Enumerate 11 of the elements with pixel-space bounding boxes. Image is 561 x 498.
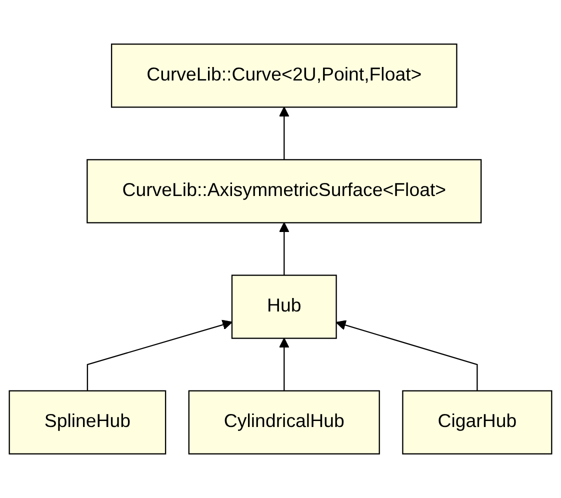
node-box: CylindricalHub <box>188 390 380 454</box>
node-box: CigarHub <box>402 390 552 454</box>
arrow <box>279 338 290 391</box>
node-box: CurveLib::AxisymmetricSurface<Float> <box>86 159 482 224</box>
node-box: Hub <box>231 274 337 339</box>
arrow <box>86 320 232 391</box>
node-box: CurveLib::Curve<2U,Point,Float> <box>110 44 458 108</box>
arrow <box>279 222 290 276</box>
arrow <box>279 106 290 160</box>
arrow <box>336 320 478 391</box>
node-box: SplineHub <box>8 390 166 454</box>
